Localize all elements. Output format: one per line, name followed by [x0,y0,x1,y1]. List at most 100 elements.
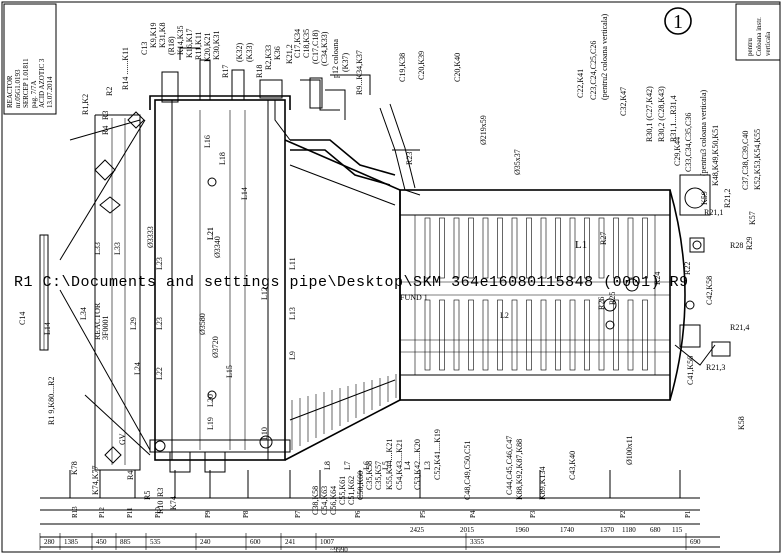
bottom-label: C55,K61 [338,476,347,505]
dimension-value: 280 [44,538,55,546]
middle-label: Ø3333 [146,226,155,248]
top-label: C32,K47 [619,87,628,116]
top-label: R2,K33 [264,45,273,70]
fin-tube [453,217,460,279]
bottom-label: C44,C45,C46,C47 [505,436,514,495]
middle-label: R21,4 [730,323,749,332]
middle-label: R21,3 [706,363,725,372]
title-line: ACID AZOTIC 3 [38,58,46,108]
left-label: L29 [129,317,138,330]
bottom-marker: P7 [294,510,302,518]
fin-tube [540,299,547,371]
fin-tube [555,217,561,279]
fin-tube [453,299,460,371]
top-label: R14 .......K11 [121,47,130,90]
bottom-label: L3 [423,461,432,470]
fin-tube [627,299,634,371]
left-label: R4 [101,126,110,135]
top-label: R11,K11 [194,31,203,60]
top-label: C29,K44 [673,137,682,166]
top-label: C23,C24,C25,C26 [589,41,598,100]
fin-tube [613,217,619,279]
middle-label: L11 [288,257,297,270]
middle-label: K59 [700,191,709,205]
left-label: GV [118,433,127,445]
fin-tube [439,217,445,279]
reactor-vessel [149,59,291,473]
top-label: K30,K31 [212,30,221,60]
left-label: L22 [155,367,164,380]
left-label: L14 [43,322,52,335]
top-label: K9,K19 [149,22,158,48]
middle-label: Ø3580 [198,313,207,335]
fin-tube [511,299,518,371]
bottom-marker: P5 [419,510,427,518]
fin-tube [584,217,590,279]
title-line: nr.05G1.0193 [14,69,22,108]
dimension-sub: 2015 [460,526,475,534]
bottom-label: C56,K64 [329,486,338,515]
left-label: R1,K2 [81,94,90,115]
middle-label: Ø3720 [211,336,220,358]
top-label: C37,C38,C39,C40 [741,131,750,190]
middle-label: L2 [500,311,509,320]
bottom-label: C48,C49,C50,C51 [463,441,472,500]
bottom-label: C54,K43....K21 [395,439,404,490]
title-line: REACTOR [6,75,14,108]
fin-tube [468,217,474,279]
fin-tube [424,217,431,279]
bottom-label: C54,K63 [320,486,329,515]
middle-label: R21,2 [723,189,732,208]
sheet-number-badge: 1 [664,7,692,35]
fin-tube [540,217,547,279]
dimension-value: 240 [200,538,211,546]
dimension-sub: 1370 [600,526,615,534]
middle-label: K57 [748,211,757,225]
middle-label: R22 [683,262,692,275]
top-label: p12 coloana [331,39,340,78]
bottom-label: L8 [323,461,332,470]
bottom-label: L7 [343,461,352,470]
dimension-value: 600 [250,538,261,546]
fin-tube [555,299,561,371]
left-label: 3F0001 [101,316,110,340]
middle-label: L10 [260,427,269,440]
bottom-marker: P4 [469,510,477,518]
bottom-label: C52,K41....K19 [433,429,442,480]
title-line: pag. 7/7A [30,80,38,108]
fin-tube [613,299,619,371]
bottom-label: K89,K134 [538,466,547,500]
note-line: verticala [764,31,772,56]
top-label: K20,K21 [203,32,212,62]
top-label: K52,K53,K54,K55 [753,129,762,190]
horizontal-exchanger [399,174,731,401]
top-label: K36 [273,46,282,60]
bottom-marker: P2 [619,510,627,518]
fin-tube [439,299,445,371]
fin-tube [482,217,489,279]
top-label: K14,K35 [176,25,185,55]
top-label: R31,1....R31,4 [669,95,678,142]
bottom-marker: P8 [242,510,250,518]
bottom-label: C43,K40 [568,451,577,480]
dimension-value: 241 [285,538,296,546]
dimension-value: 535 [150,538,161,546]
middle-label: C41,K56 [686,356,695,385]
dimension-sub: 1180 [622,526,636,534]
fin-tube [598,217,605,279]
top-label: (K33) [245,43,254,62]
bottom-marker: P11 [126,507,134,518]
left-label: R4 [126,471,135,480]
dimension-sub: 1740 [560,526,575,534]
middle-label: K58 [737,416,746,430]
fin-tube [526,217,532,279]
fin-tube [482,299,489,371]
top-label: C20,K40 [453,53,462,82]
middle-label: R27 [599,232,608,245]
note-line: pentru [746,38,754,56]
dimension-total: ~9990 [330,546,348,554]
